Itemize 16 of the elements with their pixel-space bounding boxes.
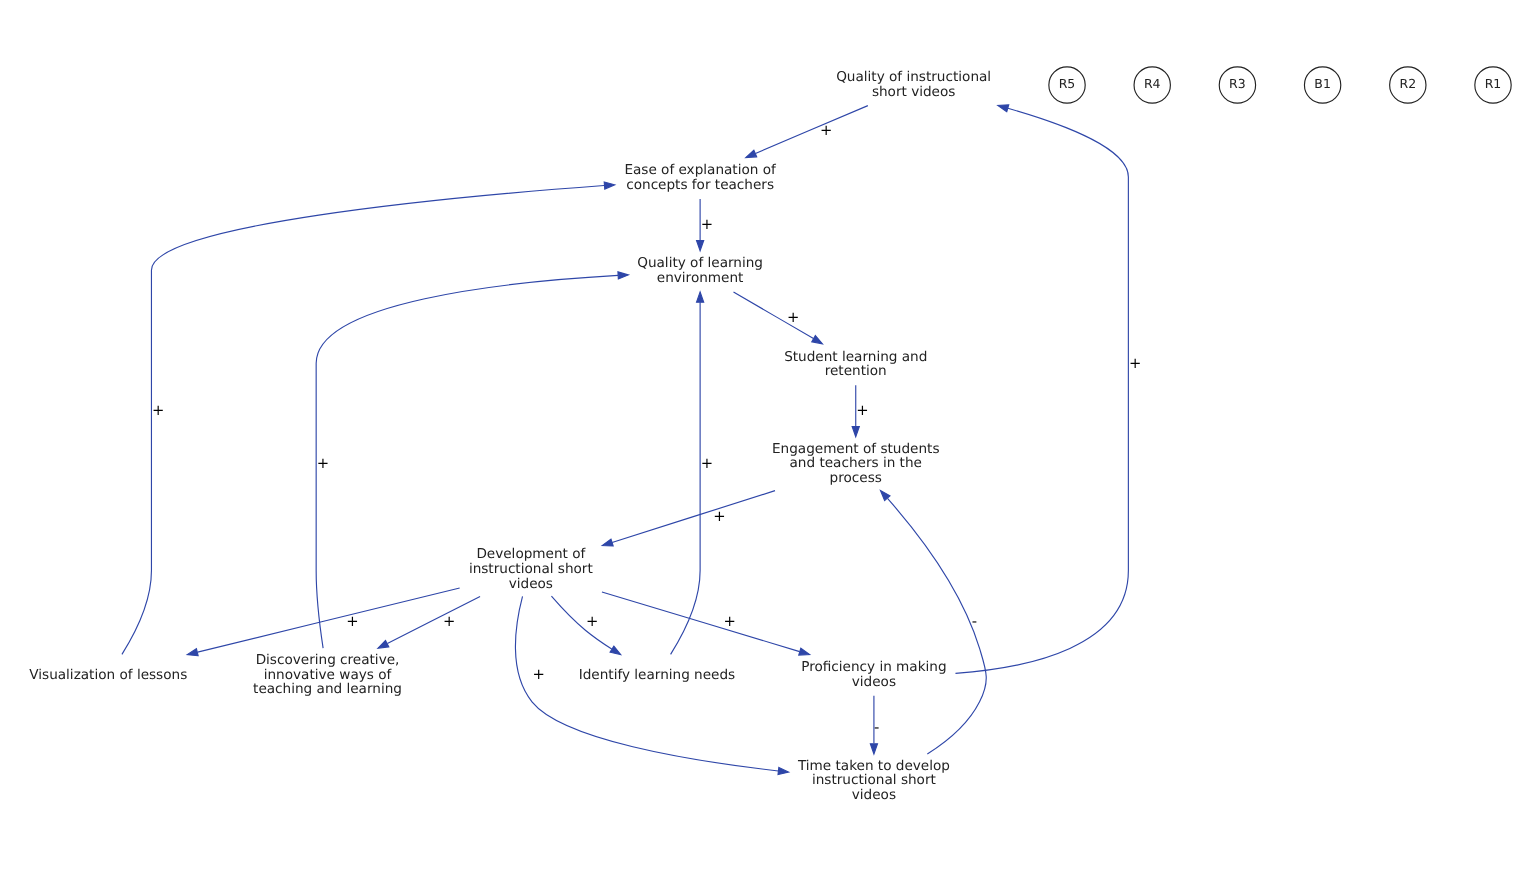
arrow [315,271,631,649]
arrow [514,595,791,776]
arrow [744,105,869,159]
arrow [851,384,861,439]
arrow [954,104,1129,674]
arrow [869,695,879,756]
arrow [600,490,776,547]
arrow [695,198,705,253]
arrow [879,489,987,755]
arrow [185,587,461,657]
arrow [550,595,623,656]
arrow [732,291,824,345]
arrow [121,181,617,655]
arrow [670,290,705,655]
arrow [601,591,812,656]
arrow [376,595,481,650]
